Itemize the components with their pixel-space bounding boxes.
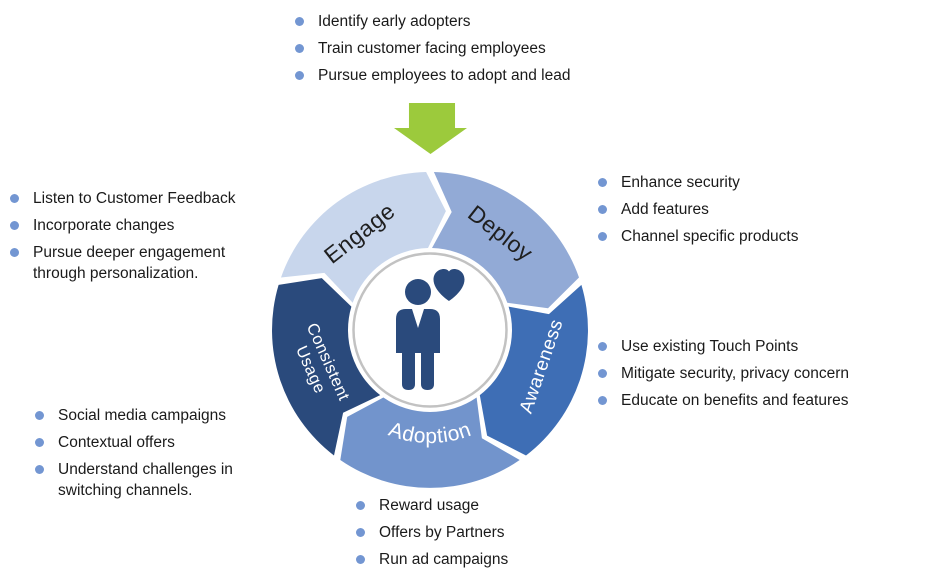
list-item-label: Mitigate security, privacy concern: [621, 365, 849, 382]
list-bottom: Reward usage Offers by Partners Run ad c…: [356, 495, 508, 576]
list-item-label: Channel specific products: [621, 228, 799, 245]
bullet-dot-icon: [35, 438, 44, 447]
bullet-dot-icon: [598, 232, 607, 241]
list-item-label: Add features: [621, 201, 709, 218]
list-item: Pursue deeper engagement through persona…: [10, 242, 251, 284]
list-item: Incorporate changes: [10, 215, 251, 236]
bullet-dot-icon: [598, 369, 607, 378]
list-item: Educate on benefits and features: [598, 390, 849, 411]
list-item-label: Pursue deeper engagement through persona…: [33, 244, 226, 282]
list-right-middle: Use existing Touch Points Mitigate secur…: [598, 336, 849, 417]
list-item-label: Pursue employees to adopt and lead: [318, 67, 571, 84]
list-item-label: Incorporate changes: [33, 217, 175, 234]
list-item: Contextual offers: [35, 432, 260, 453]
list-item-label: Enhance security: [621, 174, 740, 191]
list-item-label: Reward usage: [379, 497, 479, 514]
list-item: Identify early adopters: [295, 11, 570, 32]
bullet-dot-icon: [295, 17, 304, 26]
bullet-dot-icon: [598, 178, 607, 187]
list-item-label: Train customer facing employees: [318, 40, 546, 57]
cycle-ring: Engage Deploy Awareness Adoption Consist…: [272, 172, 588, 488]
list-item: Add features: [598, 199, 799, 220]
bullet-dot-icon: [10, 221, 19, 230]
list-item-label: Offers by Partners: [379, 524, 505, 541]
segment-engage: [281, 172, 446, 303]
list-item: Run ad campaigns: [356, 549, 508, 570]
person-heart-icon: [396, 269, 465, 390]
list-item-label: Run ad campaigns: [379, 551, 509, 568]
list-item-label: Listen to Customer Feedback: [33, 190, 236, 207]
bullet-dot-icon: [598, 205, 607, 214]
list-item-label: Social media campaigns: [58, 407, 227, 424]
bullet-dot-icon: [598, 396, 607, 405]
bullet-dot-icon: [356, 528, 365, 537]
list-item: Train customer facing employees: [295, 38, 570, 59]
list-item: Social media campaigns: [35, 405, 260, 426]
segment-awareness: [479, 284, 588, 456]
list-item-label: Understand challenges in switching chann…: [58, 461, 233, 499]
segment-consistent-usage: [272, 278, 381, 456]
list-item: Channel specific products: [598, 226, 799, 247]
list-item: Understand challenges in switching chann…: [35, 459, 260, 501]
segment-deploy: [432, 172, 579, 309]
list-top: Identify early adopters Train customer f…: [295, 11, 570, 92]
list-item: Use existing Touch Points: [598, 336, 849, 357]
down-block-arrow-icon: [394, 103, 467, 154]
bullet-dot-icon: [356, 555, 365, 564]
bullet-dot-icon: [356, 501, 365, 510]
list-item: Offers by Partners: [356, 522, 508, 543]
list-item-label: Contextual offers: [58, 434, 175, 451]
list-left: Listen to Customer Feedback Incorporate …: [10, 188, 251, 290]
list-item: Listen to Customer Feedback: [10, 188, 251, 209]
bullet-dot-icon: [35, 411, 44, 420]
bullet-dot-icon: [10, 248, 19, 257]
list-bottom-left: Social media campaigns Contextual offers…: [35, 405, 260, 507]
segment-adoption: [340, 397, 520, 488]
list-item: Pursue employees to adopt and lead: [295, 65, 570, 86]
bullet-dot-icon: [598, 342, 607, 351]
bullet-dot-icon: [295, 71, 304, 80]
list-item: Enhance security: [598, 172, 799, 193]
bullet-dot-icon: [295, 44, 304, 53]
list-item-label: Use existing Touch Points: [621, 338, 799, 355]
list-item-label: Identify early adopters: [318, 13, 471, 30]
list-item: Mitigate security, privacy concern: [598, 363, 849, 384]
list-item-label: Educate on benefits and features: [621, 392, 849, 409]
list-right-top: Enhance security Add features Channel sp…: [598, 172, 799, 253]
bullet-dot-icon: [10, 194, 19, 203]
list-item: Reward usage: [356, 495, 508, 516]
bullet-dot-icon: [35, 465, 44, 474]
